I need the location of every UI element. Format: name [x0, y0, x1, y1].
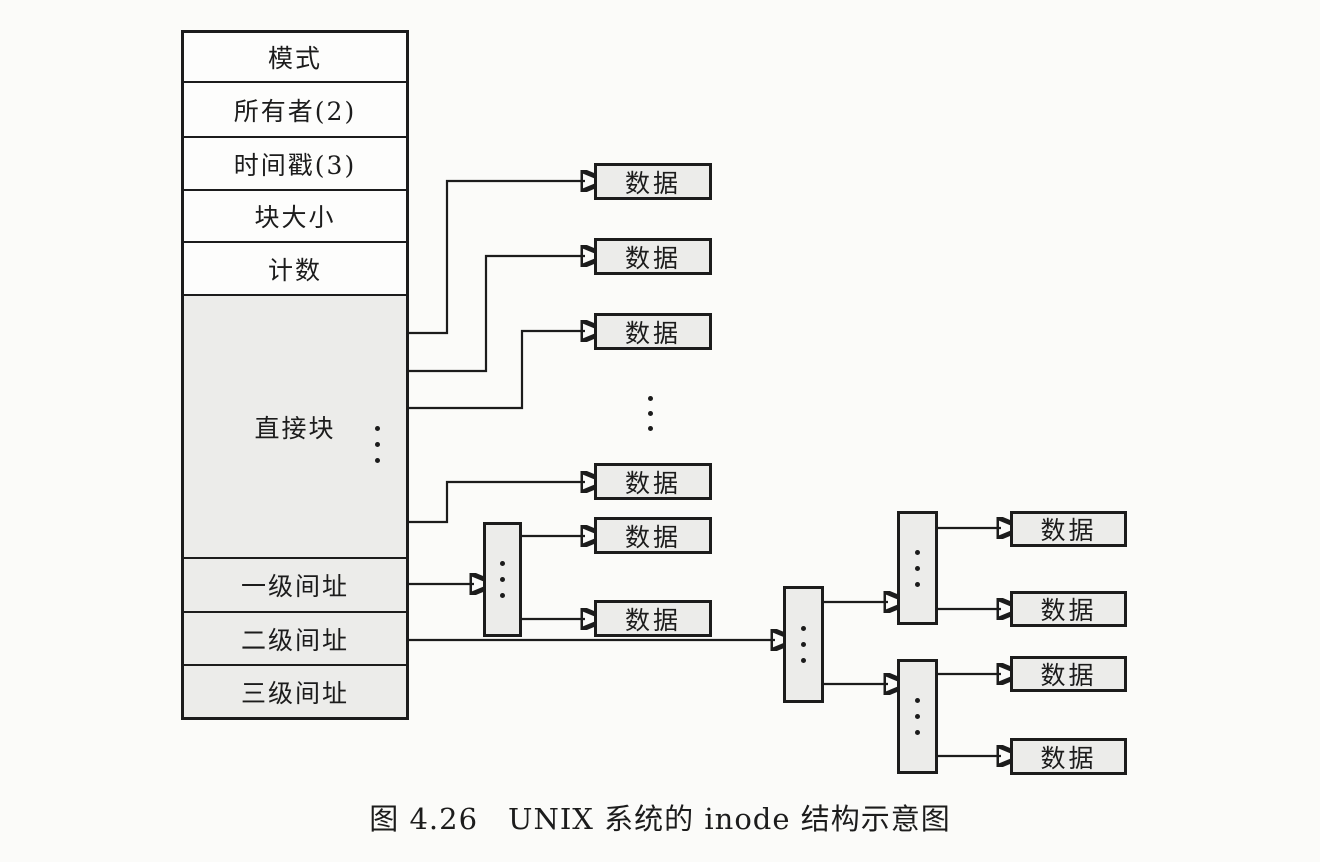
inode-row-block-size: 块大小	[184, 191, 406, 243]
arrow-direct-4	[371, 482, 585, 524]
data-block: 数据	[594, 163, 712, 200]
data-block-label: 数据	[1040, 516, 1097, 545]
inode-row-label: 二级间址	[240, 625, 349, 655]
data-block: 数据	[594, 313, 712, 350]
vertical-ellipsis-icon	[915, 549, 920, 587]
inode-row-single-indirect: 一级间址	[184, 559, 406, 613]
figure-caption: 图 4.26 UNIX 系统的 inode 结构示意图	[369, 802, 951, 836]
data-block-label: 数据	[624, 468, 681, 498]
arrow-direct-2	[371, 256, 585, 373]
inode-row-timestamps: 时间戳(3)	[184, 138, 406, 191]
data-block: 数据	[1010, 511, 1127, 547]
inode-row-owner: 所有者(2)	[184, 83, 406, 138]
indirect-block-level2-lower	[897, 659, 938, 774]
inode-row-label: 模式	[267, 44, 322, 73]
inode-row-label: 所有者(2)	[233, 96, 357, 126]
inode-row-count: 计数	[184, 243, 406, 296]
data-block-label: 数据	[624, 605, 681, 635]
inode-row-label: 计数	[267, 255, 322, 285]
data-block: 数据	[594, 238, 712, 275]
data-block-label: 数据	[1040, 596, 1097, 625]
data-block-label: 数据	[624, 243, 681, 273]
data-block-label: 数据	[624, 318, 681, 348]
data-block-label: 数据	[1040, 743, 1097, 773]
vertical-ellipsis-icon	[375, 426, 380, 463]
arrow-direct-1	[371, 181, 585, 335]
data-block-label: 数据	[1040, 661, 1097, 690]
data-block: 数据	[594, 517, 712, 554]
vertical-ellipsis-icon	[648, 396, 653, 431]
single-indirect-block	[483, 522, 522, 637]
data-block: 数据	[594, 600, 712, 637]
data-block: 数据	[1010, 738, 1127, 775]
inode-row-direct-blocks: 直接块	[184, 296, 406, 559]
data-block: 数据	[1010, 591, 1127, 627]
inode-row-label: 时间戳(3)	[233, 150, 357, 180]
vertical-ellipsis-icon	[801, 626, 806, 663]
inode-table: 模式 所有者(2) 时间戳(3) 块大小 计数 直接块 一级间址 二级间址 三级…	[181, 30, 409, 720]
vertical-ellipsis-icon	[915, 698, 920, 735]
inode-row-label: 块大小	[254, 203, 336, 232]
inode-row-triple-indirect: 三级间址	[184, 666, 406, 717]
vertical-ellipsis-icon	[500, 561, 505, 598]
inode-row-label: 三级间址	[240, 678, 349, 708]
indirect-block-level2-upper	[897, 511, 938, 625]
data-block-label: 数据	[624, 522, 681, 552]
inode-row-double-indirect: 二级间址	[184, 613, 406, 666]
data-block-label: 数据	[624, 168, 681, 198]
inode-row-label: 一级间址	[240, 572, 349, 601]
inode-row-label: 直接块	[254, 413, 336, 443]
data-block: 数据	[594, 463, 712, 500]
data-block: 数据	[1010, 656, 1127, 692]
double-indirect-block	[783, 586, 824, 703]
inode-row-mode: 模式	[184, 33, 406, 83]
arrow-direct-3	[371, 331, 585, 410]
